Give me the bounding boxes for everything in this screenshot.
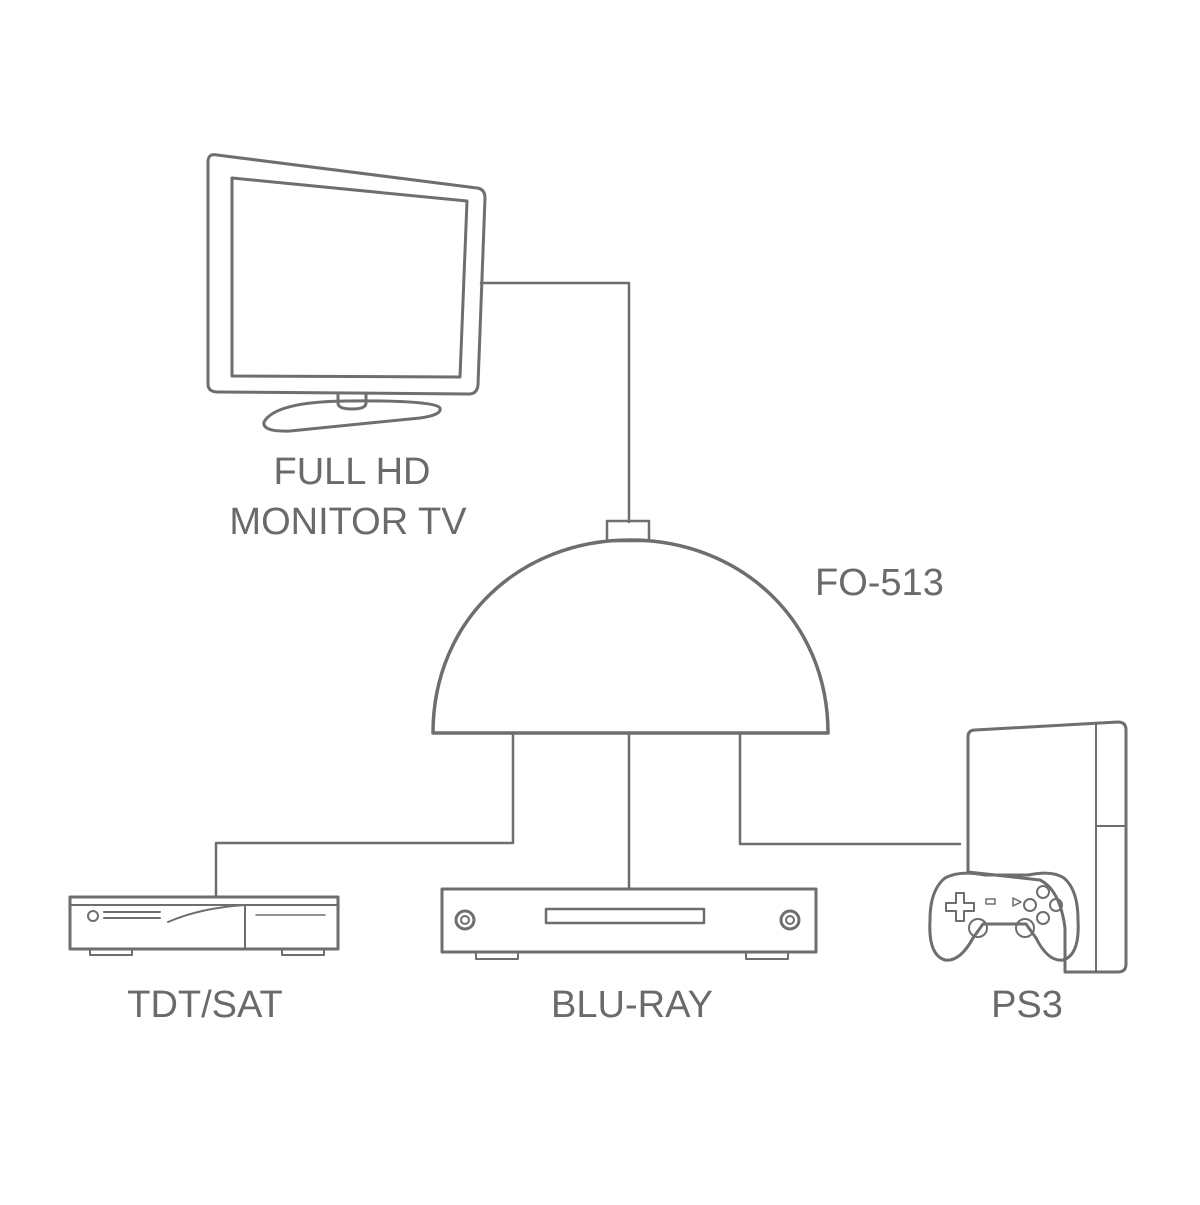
monitor-frame <box>206 153 487 396</box>
receiver-swoosh <box>167 904 246 923</box>
bluray-left-knob-inner <box>460 915 470 925</box>
analog-sticks-icon <box>968 918 1035 938</box>
tdt-sat-label: TDT/SAT <box>127 984 283 1026</box>
bluray-left-knob <box>454 909 476 931</box>
receiver-body <box>68 895 340 951</box>
bluray-disc-tray <box>544 907 706 925</box>
monitor-label-line1: FULL HD <box>273 451 431 493</box>
receiver-power-button <box>87 910 99 922</box>
bluray-right-knob-inner <box>785 915 795 925</box>
receiver-foot-right <box>281 948 325 956</box>
ps3-label: PS3 <box>991 984 1063 1026</box>
bluray-foot-right <box>745 951 789 960</box>
hub-dome <box>431 538 830 735</box>
select-start-icon <box>985 897 1022 907</box>
monitor-tv-device <box>206 153 487 433</box>
hub-device <box>431 519 830 735</box>
dpad-icon <box>945 892 975 922</box>
bluray-device <box>440 887 818 960</box>
receiver-foot-left <box>89 948 133 956</box>
action-buttons-icon <box>1023 885 1063 925</box>
tdt-sat-device <box>68 895 340 956</box>
hub-connector <box>605 519 651 543</box>
bluray-label: BLU-RAY <box>551 984 713 1026</box>
ps3-device <box>928 720 1128 974</box>
cable-ps3-to-hub <box>738 731 962 846</box>
ps3-controller <box>928 871 1080 962</box>
bluray-body <box>440 887 818 954</box>
ps3-console <box>966 720 1128 974</box>
monitor-neck <box>336 391 368 411</box>
cables <box>214 281 962 898</box>
monitor-screen <box>230 176 469 379</box>
cable-tdt-to-hub <box>214 731 515 898</box>
monitor-label-line2: MONITOR TV <box>229 501 467 543</box>
monitor-stand <box>262 399 442 433</box>
bluray-foot-left <box>475 951 519 960</box>
receiver-display <box>103 911 161 919</box>
cable-monitor-to-hub <box>479 281 631 524</box>
bluray-right-knob <box>779 909 801 931</box>
hub-label: FO-513 <box>815 562 944 604</box>
